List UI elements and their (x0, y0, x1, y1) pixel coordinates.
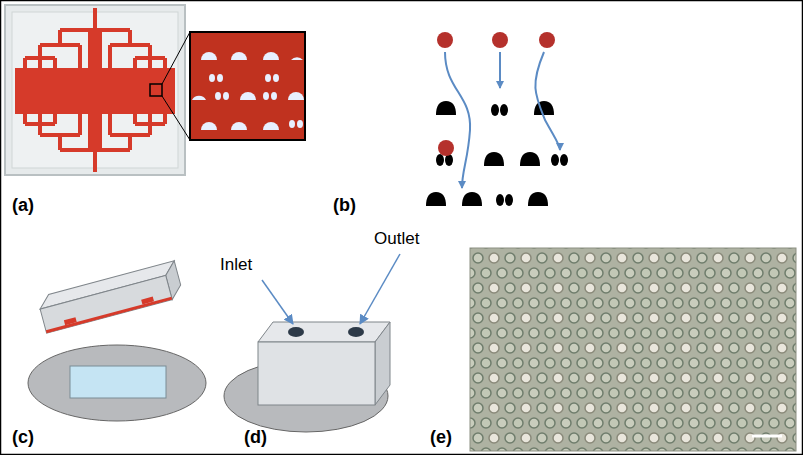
panel-label: (b) (333, 196, 356, 216)
panel-label: (a) (12, 196, 34, 216)
panel-label: (e) (430, 428, 452, 448)
panel-label: (c) (12, 428, 34, 448)
panel-label: (d) (244, 428, 267, 448)
port-label: Outlet (374, 230, 419, 249)
port-label: Inlet (220, 256, 252, 275)
